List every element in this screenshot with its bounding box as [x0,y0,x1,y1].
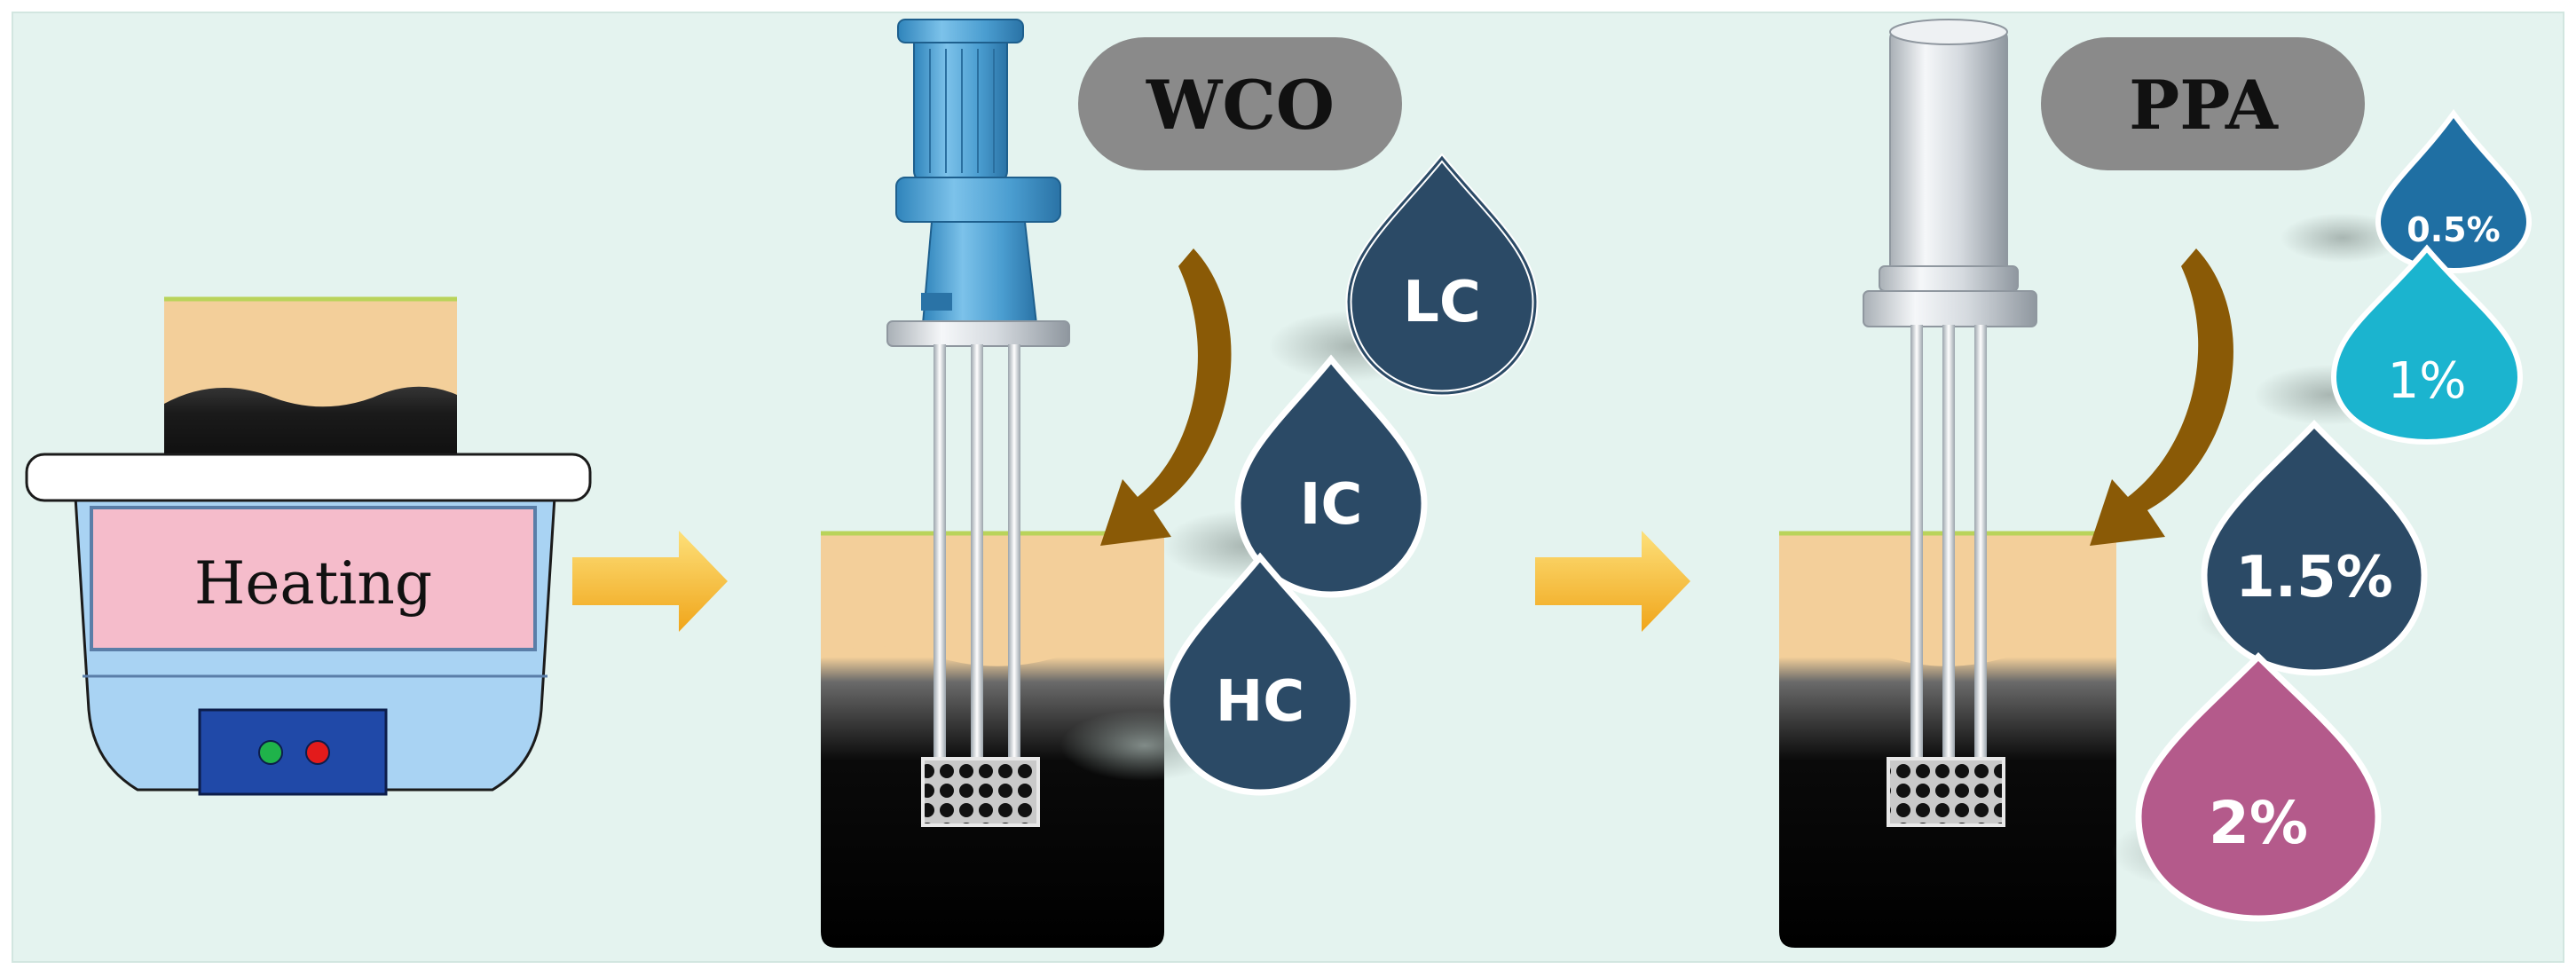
ppa-option-drop-1: 1% [2254,244,2524,445]
ppa-option-drop-2: 2% [2112,652,2382,922]
stirrer-rod [971,344,983,770]
stirrer-rod [1910,325,1923,770]
ppa-option-label: 1% [2388,352,2467,410]
ppa-mixing-step: PPA 0.5% 1% 1.5% 2% [1779,19,2533,948]
wco-option-drop-lc: LC [1269,153,1539,397]
wco-addition-arrow [1100,248,1232,546]
wco-option-label: LC [1403,270,1481,335]
ppa-option-drop-1-5: 1.5% [2196,419,2428,676]
wco-label: WCO [1146,66,1335,145]
wco-additive-bubble [1078,37,1402,170]
wco-option-label: HC [1216,669,1305,735]
stirrer-mixing-head [1887,757,2005,827]
stirrer-rod [934,344,946,770]
stirrer-rod [1008,344,1020,770]
process-arrow-1 [572,531,728,632]
process-arrow-2 [1535,531,1690,632]
control-panel [198,708,388,796]
heating-label: Heating [194,549,432,618]
wco-option-label: IC [1300,472,1363,538]
ppa-option-label: 0.5% [2407,210,2500,249]
ppa-option-label: 2% [2209,789,2308,857]
ppa-label: PPA [2129,66,2279,145]
bath-rim [25,453,592,502]
heating-bath: Heating [25,296,592,796]
ppa-option-label: 1.5% [2235,545,2393,611]
stirrer-rod [1974,325,1987,770]
ppa-option-drop-0-5: 0.5% [2281,108,2533,274]
green-indicator-light [258,740,283,765]
wco-option-drop-ic: IC [1162,354,1428,598]
ppa-addition-arrow [2090,248,2233,546]
red-indicator-light [305,740,330,765]
wco-mixing-step: WCO LC IC HC [821,19,1539,948]
wco-option-drop-hc: HC [1060,552,1357,796]
heating-panel [90,506,537,651]
stirrer-rod [1942,325,1955,770]
stirrer-mixing-head [921,757,1040,827]
blue-stirrer-motor [886,19,1070,347]
ppa-additive-bubble [2041,37,2365,170]
silver-stirrer-motor [1863,19,2037,327]
